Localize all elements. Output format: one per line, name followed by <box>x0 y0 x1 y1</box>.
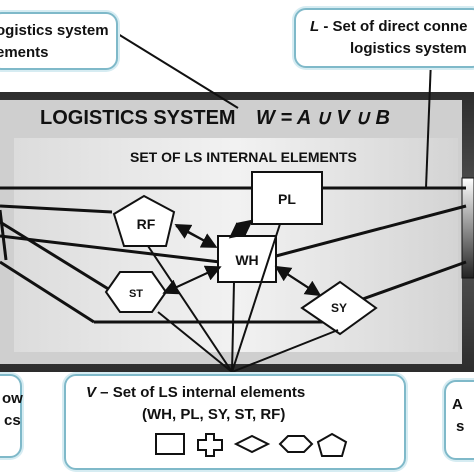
callout-top-left-line2: ements <box>0 44 49 61</box>
internal-arrows <box>162 219 322 297</box>
callout-bottom-center: V – Set of LS internal elements (WH, PL,… <box>64 374 406 470</box>
legend-house <box>197 433 223 457</box>
node-pl-shape <box>251 171 323 225</box>
callout-bottom-right-line2: s <box>456 418 465 435</box>
callout-bottom-line1: – Set of LS internal elements <box>96 384 306 401</box>
node-wh-shape <box>217 235 277 283</box>
callout-top-right: L - Set of direct conne logistics system <box>294 8 474 68</box>
callout-top-right-symbol: L <box>310 18 320 35</box>
node-pl-label: PL <box>278 191 296 207</box>
callout-bottom-left-line2: cs <box>4 412 21 429</box>
legend-rectangle <box>155 433 185 455</box>
callout-bottom-symbol: V <box>86 384 97 401</box>
legend-pentagon <box>316 432 348 457</box>
node-wh-label: WH <box>235 252 258 268</box>
legend-shapes <box>155 432 348 457</box>
node-st-label: ST <box>129 288 143 300</box>
main-title: LOGISTICS SYSTEM <box>40 107 236 129</box>
node-sy-shape <box>300 280 378 336</box>
node-rf-label: RF <box>137 216 156 232</box>
callout-top-left-line1: ogistics system <box>0 22 109 39</box>
main-formula: W = A ∪ V ∪ B <box>256 107 390 129</box>
callout-top-right-line2: logistics system <box>350 40 467 57</box>
node-st-shape <box>104 271 168 313</box>
pointer-lines <box>117 33 433 373</box>
inner-title: SET OF LS INTERNAL ELEMENTS <box>130 149 357 165</box>
node-rf-shape <box>112 194 176 247</box>
callout-top-left: ogistics system ements <box>0 12 118 70</box>
callout-bottom-left-line1: ow <box>2 390 23 407</box>
callout-bottom-line2: (WH, PL, SY, ST, RF) <box>142 406 286 423</box>
external-element-bar <box>461 177 474 279</box>
connection-lines <box>0 186 467 324</box>
callout-top-right-line1: - Set of direct conne <box>319 18 468 35</box>
callout-bottom-right: A s <box>444 380 474 460</box>
callout-bottom-left: ow cs <box>0 374 23 458</box>
legend-diamond <box>233 434 271 454</box>
legend-hexagon <box>278 435 314 453</box>
callout-bottom-right-line1: A <box>452 396 463 413</box>
node-sy-label: SY <box>331 301 347 315</box>
